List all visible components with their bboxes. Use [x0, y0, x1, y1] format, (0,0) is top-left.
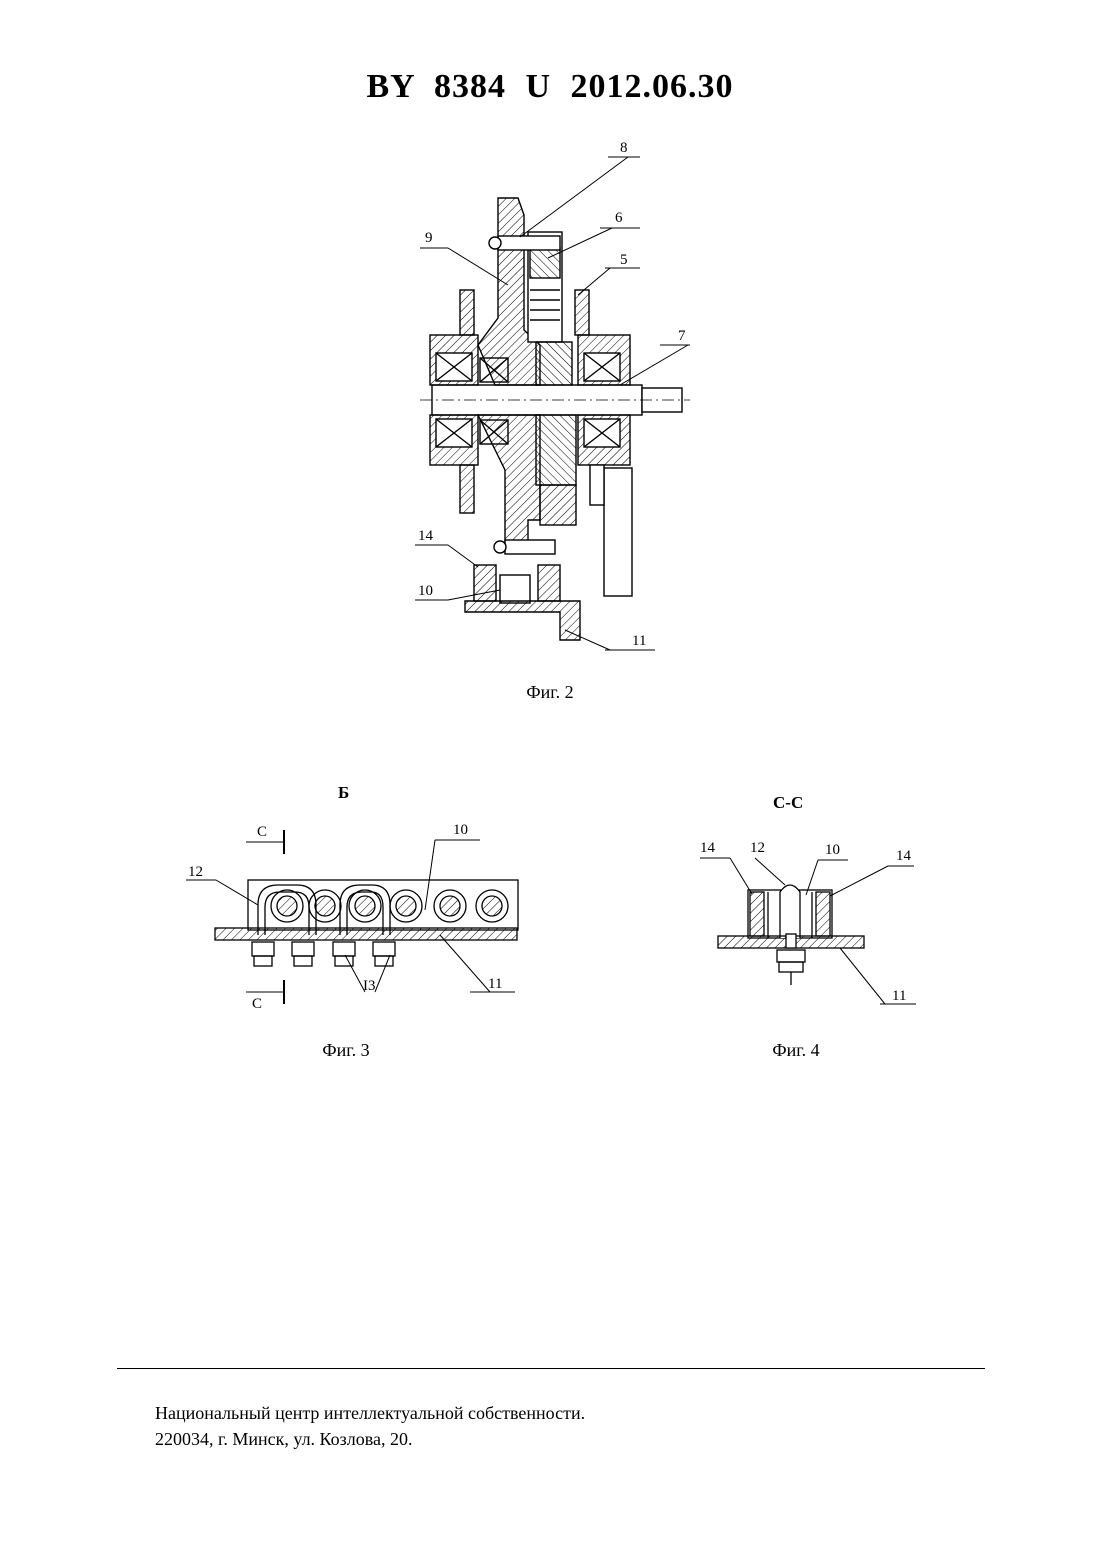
fig2-label-10: 10 — [418, 583, 433, 599]
fig3-section-mark-bottom: C — [252, 996, 262, 1012]
figure-4-drawing: C-C 14 12 10 14 11 — [695, 785, 925, 1015]
fig3-label-10: 10 — [453, 822, 468, 838]
figure-3-caption: Фиг. 3 — [296, 1040, 396, 1061]
fig4-label-14-right: 14 — [896, 848, 912, 864]
fig4-title: C-C — [773, 793, 803, 812]
fig2-label-9: 9 — [425, 230, 433, 246]
fig4-label-11: 11 — [892, 988, 906, 1004]
fig2-label-5: 5 — [620, 252, 628, 268]
fig3-label-11: 11 — [488, 976, 502, 992]
figure-2-drawing: 8 6 9 5 7 14 10 11 — [400, 130, 700, 660]
footer-block: Национальный центр интеллектуальной собс… — [155, 1400, 585, 1452]
fig2-label-6: 6 — [615, 210, 623, 226]
page-header-title: BY 8384 U 2012.06.30 — [0, 68, 1100, 106]
footer-organization: Национальный центр интеллектуальной собс… — [155, 1400, 585, 1426]
fig3-title: Б — [338, 783, 349, 802]
fig2-label-7: 7 — [678, 328, 686, 344]
fig2-label-14: 14 — [418, 528, 434, 544]
figure-2-caption: Фиг. 2 — [500, 682, 600, 703]
fig4-label-10: 10 — [825, 842, 840, 858]
fig4-label-12: 12 — [750, 840, 765, 856]
fig3-label-13: I3 — [363, 978, 376, 994]
fig2-label-8: 8 — [620, 140, 628, 156]
figure-3-drawing: Б C C 10 12 I3 11 — [180, 778, 525, 1018]
footer-divider — [117, 1368, 985, 1369]
fig2-label-11: 11 — [632, 633, 646, 649]
fig3-label-12: 12 — [188, 864, 203, 880]
figure-4-caption: Фиг. 4 — [746, 1040, 846, 1061]
fig4-label-14-left: 14 — [700, 840, 716, 856]
fig3-section-mark-top: C — [257, 824, 267, 840]
footer-address: 220034, г. Минск, ул. Козлова, 20. — [155, 1426, 585, 1452]
